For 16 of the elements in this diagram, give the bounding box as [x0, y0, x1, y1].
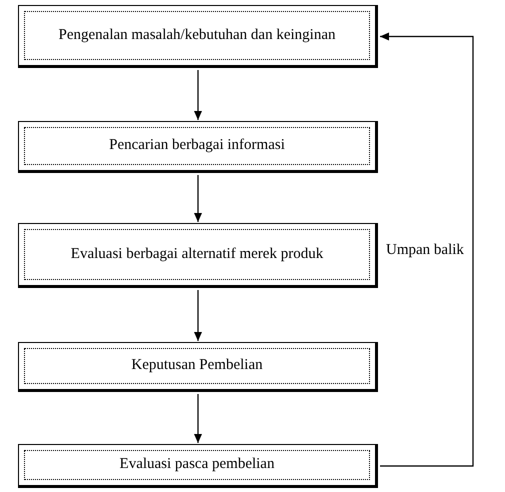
box-text: Pencarian berbagai informasi	[109, 136, 285, 156]
process-box	[18, 342, 378, 392]
arrow	[194, 394, 202, 443]
arrow	[380, 32, 474, 467]
box-text: Keputusan Pembelian	[131, 356, 263, 376]
box-text: Evaluasi pasca pembelian	[120, 455, 274, 474]
process-box	[18, 5, 378, 68]
arrow	[194, 70, 202, 120]
box-text: Evaluasi berbagai alternatif merek produk	[70, 244, 324, 264]
arrow	[194, 290, 202, 341]
process-box	[18, 121, 378, 173]
process-box	[18, 444, 378, 488]
arrow	[194, 175, 202, 222]
box-text: Pengenalan masalah/kebutuhan dan keinginan	[58, 26, 336, 45]
edge-label: Umpan balik	[384, 241, 466, 260]
process-box	[18, 223, 378, 288]
